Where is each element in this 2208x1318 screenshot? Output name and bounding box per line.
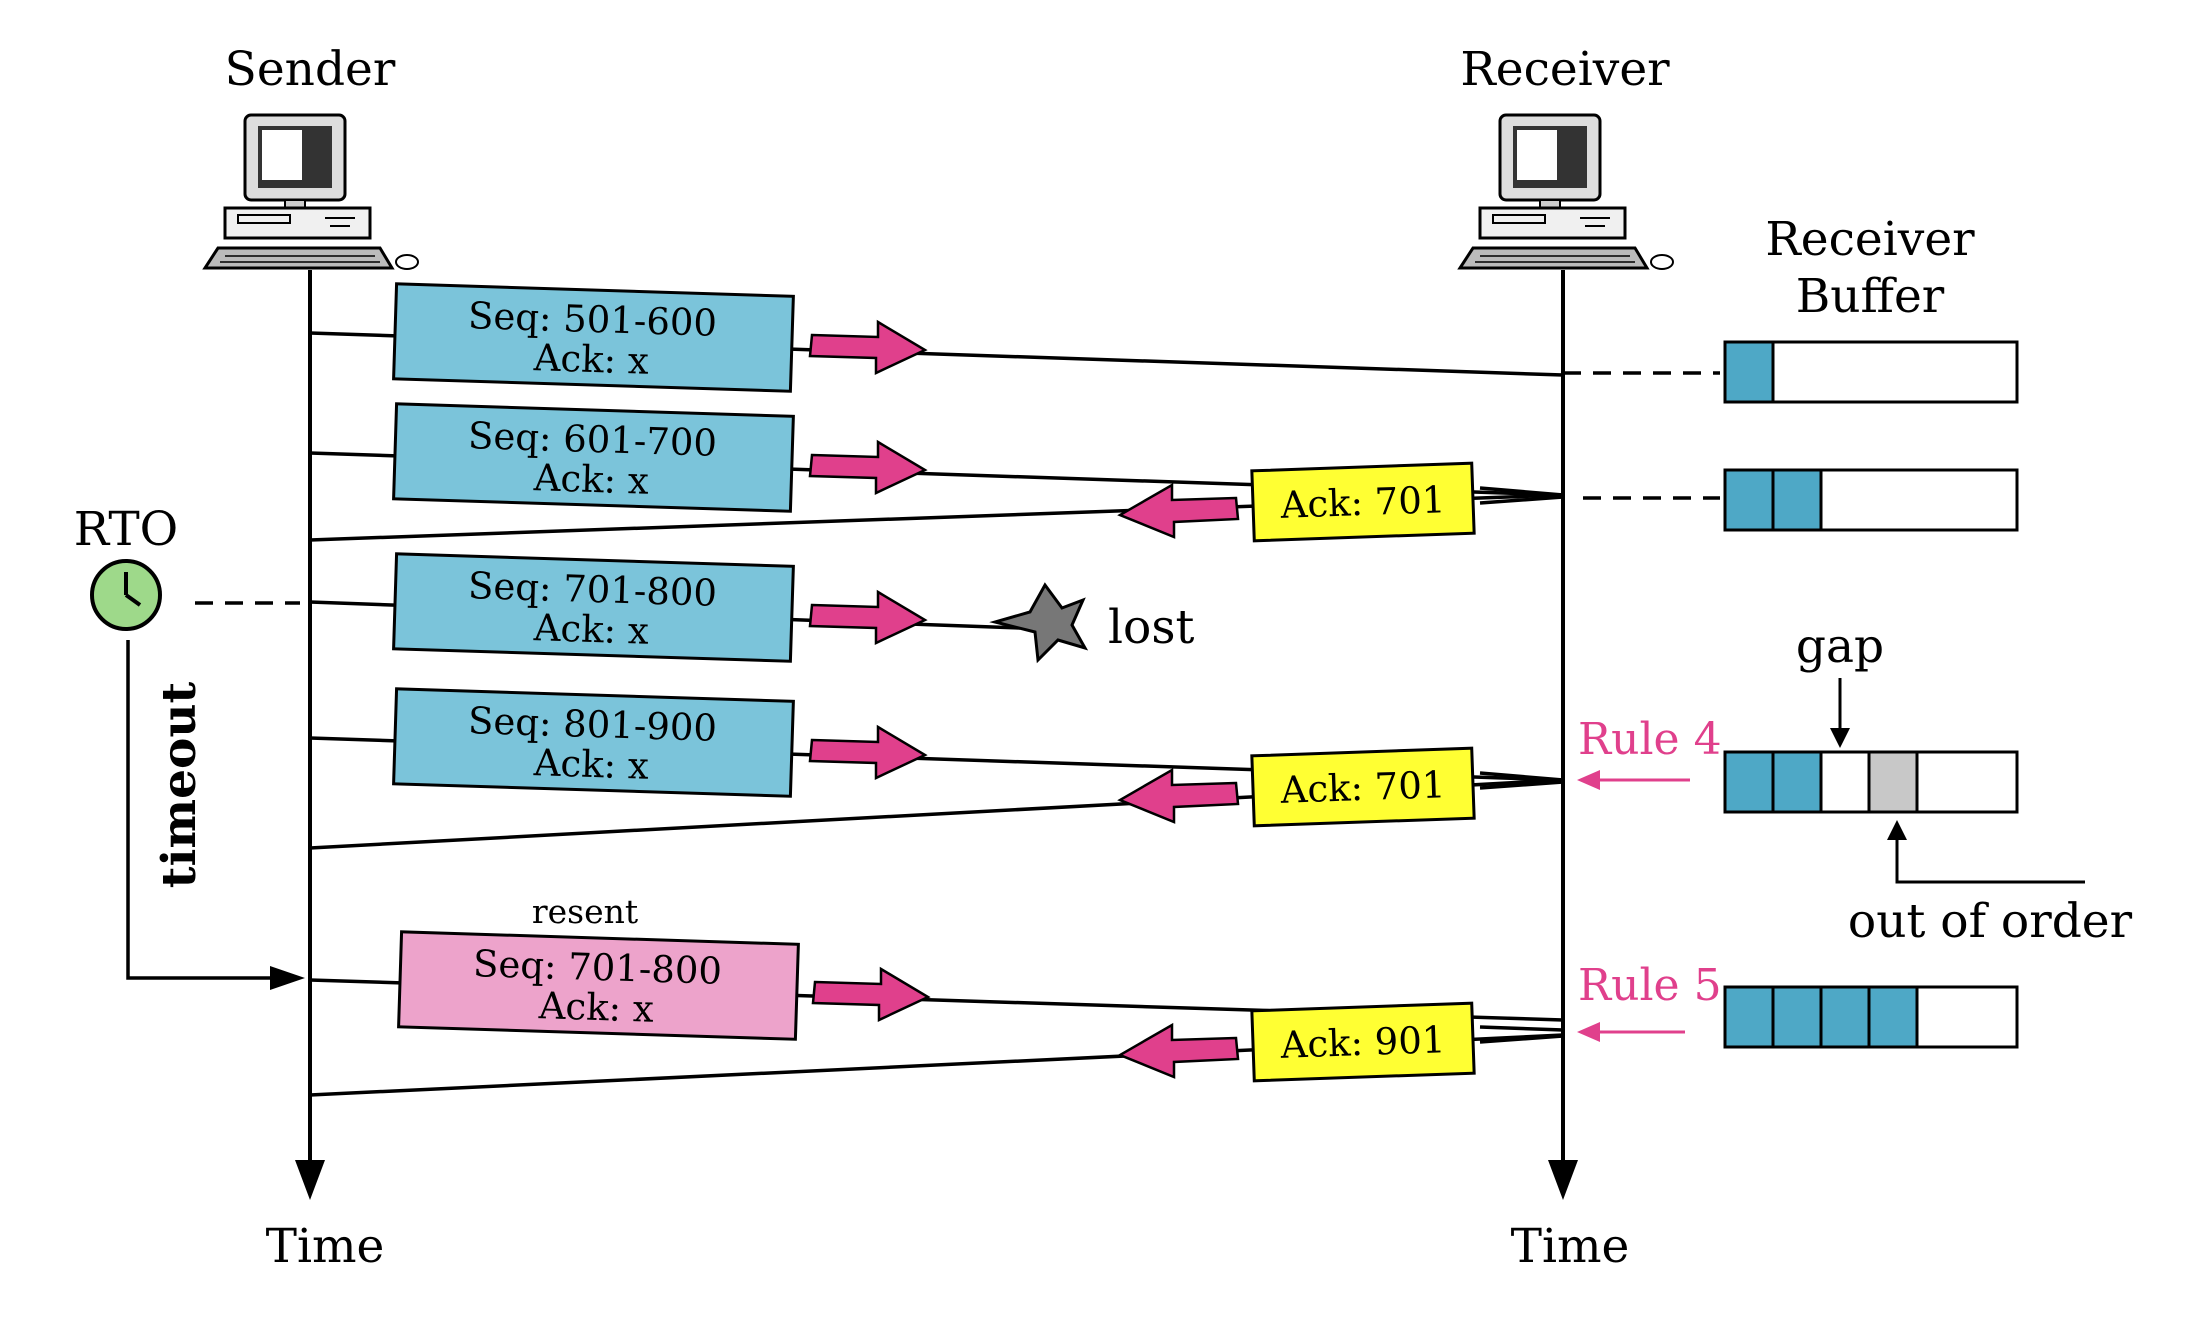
segment-1-ack: Ack: x: [532, 336, 649, 383]
resent-segment: Seq: 701-800 Ack: x: [397, 930, 800, 1041]
buffer-1: [1723, 340, 2019, 404]
sender-time-label: Time: [266, 1219, 385, 1274]
receiver-computer-icon: [1457, 113, 1674, 270]
clock-icon: [90, 559, 162, 631]
segment-4: Seq: 801-900 Ack: x: [392, 687, 795, 798]
buffer-4: [1723, 985, 2019, 1049]
resent-label: resent: [532, 892, 638, 931]
receiver-label: Receiver: [1460, 42, 1670, 97]
ack-box-3: Ack: 901: [1250, 1001, 1476, 1083]
forward-arrows: [808, 319, 931, 1022]
rto-label: RTO: [74, 502, 178, 557]
ack-2-text: Ack: 701: [1279, 763, 1446, 812]
timeout-label: timeout: [152, 682, 207, 889]
segment-1-seq: Seq: 501-600: [467, 294, 717, 345]
gap-label: gap: [1796, 619, 1884, 674]
rule4-arrowhead: [1577, 770, 1600, 790]
lost-label: lost: [1108, 600, 1194, 655]
ack-box-1: Ack: 701: [1250, 461, 1476, 543]
gap-pointer-arrowhead: [1830, 728, 1850, 748]
segment-1: Seq: 501-600 Ack: x: [392, 282, 795, 393]
resent-segment-ack: Ack: x: [537, 984, 654, 1031]
backward-arrow-2: [1117, 767, 1240, 824]
timeout-path: [126, 640, 290, 980]
ack-3-text: Ack: 901: [1279, 1018, 1446, 1067]
segment-2-seq: Seq: 601-700: [467, 414, 717, 465]
segment-3-seq: Seq: 701-800: [467, 564, 717, 615]
buffer-title-line2: Buffer: [1796, 269, 1945, 324]
out-of-order-label: out of order: [1848, 894, 2133, 949]
rule5-label: Rule 5: [1578, 960, 1722, 1011]
backward-arrow-3: [1117, 1022, 1240, 1079]
segment-2: Seq: 601-700 Ack: x: [392, 402, 795, 513]
receiver-time-arrowhead: [1548, 1160, 1578, 1200]
sender-time-arrowhead: [295, 1160, 325, 1200]
segment-2-ack: Ack: x: [532, 456, 649, 503]
sender-label: Sender: [225, 42, 396, 97]
segment-3: Seq: 701-800 Ack: x: [392, 552, 795, 663]
segment-4-seq: Seq: 801-900: [467, 699, 717, 750]
timeout-arrowhead: [270, 966, 305, 990]
forward-arrow-1: [808, 319, 928, 375]
ack-1-text: Ack: 701: [1279, 478, 1446, 527]
buffer-3: [1723, 750, 2019, 814]
resent-segment-seq: Seq: 701-800: [472, 942, 722, 993]
forward-arrow-2: [808, 439, 928, 495]
out-of-order-pointer-arrowhead: [1887, 820, 1907, 840]
forward-arrow-3: [808, 589, 928, 645]
forward-arrow-4: [808, 724, 928, 780]
backward-arrow-1: [1117, 482, 1240, 539]
ack-box-2: Ack: 701: [1250, 746, 1476, 828]
out-of-order-pointer-line: [1895, 832, 2085, 884]
rule4-label: Rule 4: [1578, 714, 1722, 765]
backward-arrows: [1117, 482, 1240, 1079]
receiver-time-label: Time: [1511, 1219, 1630, 1274]
forward-arrow-5: [811, 966, 931, 1022]
segment-4-ack: Ack: x: [532, 741, 649, 788]
segment-3-ack: Ack: x: [532, 606, 649, 653]
buffer-2: [1723, 468, 2019, 532]
rule5-arrowhead: [1577, 1022, 1600, 1042]
buffer-title-line1: Receiver: [1765, 212, 1975, 267]
lost-star-icon: [989, 582, 1089, 664]
sender-computer-icon: [202, 113, 419, 270]
